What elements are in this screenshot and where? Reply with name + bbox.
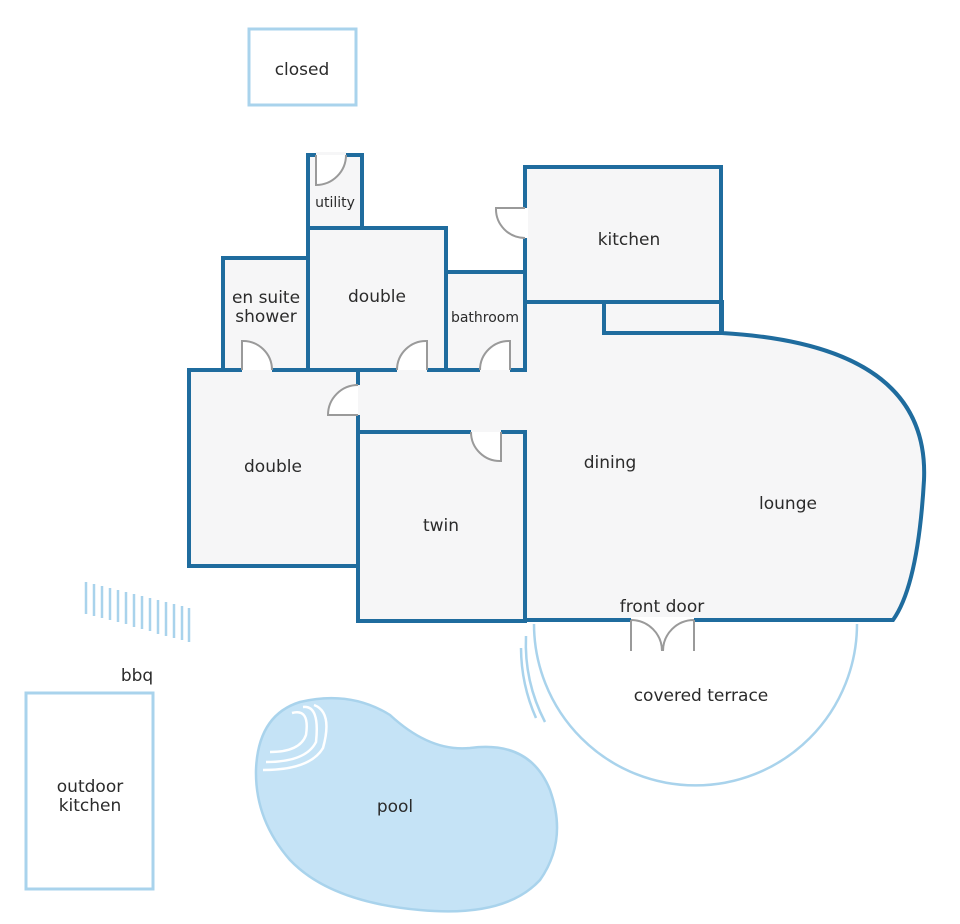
twin-label: twin [423, 516, 459, 536]
front-door-label: front door [620, 597, 704, 617]
double-left-label: double [244, 457, 302, 477]
kitchen-room [523, 165, 723, 304]
kitchen-counter [602, 300, 723, 335]
kitchen-label: kitchen [598, 230, 661, 250]
outdoor-kitchen [24, 691, 155, 891]
bbq-label: bbq [121, 666, 153, 686]
pool-label: pool [377, 797, 413, 817]
en-suite-door [241, 339, 273, 371]
outdoor-kitchen-label-line1: outdoor [57, 777, 123, 797]
utility-label: utility [315, 195, 355, 211]
covered-terrace [532, 623, 859, 787]
front-door-left-leaf [630, 619, 663, 652]
front-door-right-leaf [662, 619, 695, 652]
en-suite-label-line1: en suite [232, 288, 300, 308]
utility-door [315, 154, 347, 187]
twin-door [470, 431, 502, 463]
pool-steps [262, 703, 328, 772]
bbq-grill [84, 582, 191, 642]
dining-label: dining [584, 453, 637, 473]
double-left-door [326, 384, 359, 416]
covered-terrace-label: covered terrace [634, 686, 769, 706]
en-suite-label-line2: shower [235, 307, 296, 327]
twin-room [356, 430, 527, 623]
pool [254, 696, 559, 913]
terrace-steps [519, 635, 547, 723]
outdoor-kitchen-label-line2: kitchen [59, 796, 122, 816]
bathroom-label: bathroom [451, 310, 519, 326]
double-top-door [396, 339, 428, 371]
bathroom-door [479, 339, 511, 371]
lounge-label: lounge [759, 494, 817, 514]
closed-label: closed [275, 60, 330, 80]
double-top-label: double [348, 287, 406, 307]
main-living-area [356, 300, 927, 622]
kitchen-door [494, 207, 526, 239]
closed-room [247, 27, 358, 107]
